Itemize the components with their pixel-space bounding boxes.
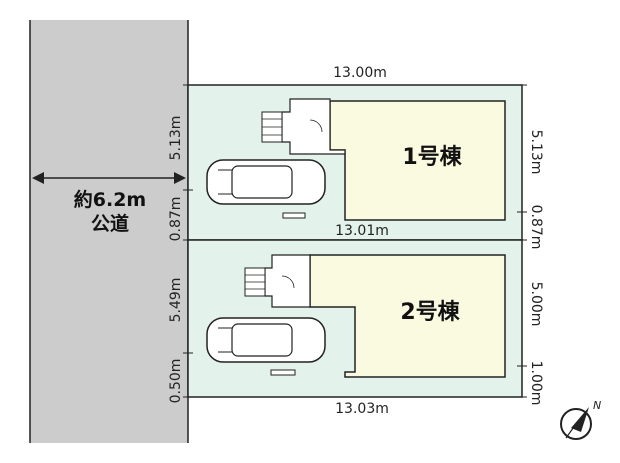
building-1-label: 1号棟 [402,144,462,170]
road-type-label: 公道 [91,212,129,235]
lot-1-right-gap: 0.87m [528,205,544,250]
lot-2-right-gap: 1.00m [528,361,544,406]
lot-2 [187,239,523,398]
building-2 [309,254,506,378]
lot-2-left-gap: 0.50m [168,359,184,404]
road-width-arrow [32,172,186,184]
road-width-label: 約6.2m [74,188,146,211]
north-label: N [593,399,601,412]
lot-2-bottom-width: 13.03m [335,401,389,417]
lot-1-left-gap: 0.87m [168,197,184,242]
lot-2-left-depth: 5.49m [168,278,184,323]
building-2-label: 2号棟 [400,299,460,325]
parking-car-2 [206,317,326,363]
lot-1-left-depth: 5.13m [168,116,184,161]
parking-car-1 [206,159,326,205]
lot-1 [187,84,523,241]
lot-1-bottom-width: 13.01m [335,223,389,239]
lot-1-top-width: 13.00m [333,65,387,81]
lot-2-right-depth: 5.00m [528,282,544,327]
lot-1-right-depth: 5.13m [528,130,544,175]
north-compass-icon: N [560,399,601,440]
